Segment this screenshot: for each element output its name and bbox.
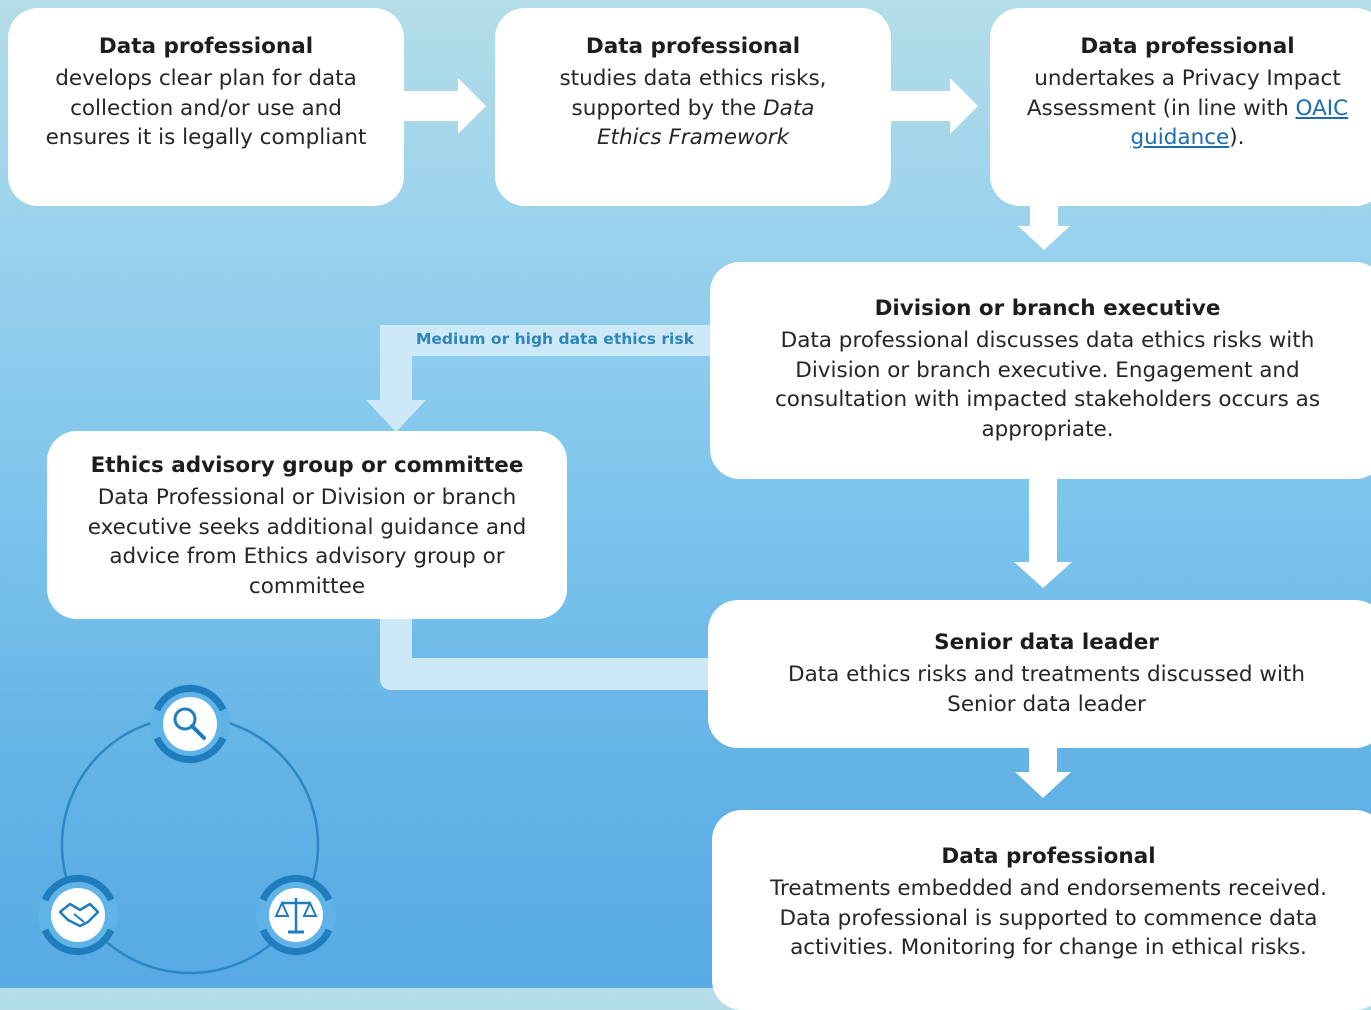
framework-name: Data Ethics Framework <box>596 95 815 151</box>
node-body-text: studies data ethics risks, supported by … <box>559 66 827 121</box>
risk-branch-label: Medium or high data ethics risk <box>416 330 694 348</box>
node-title: Ethics advisory group or committee <box>90 453 524 478</box>
node-body-suffix: ). <box>1229 125 1245 150</box>
node-box-6: Senior data leader Data ethics risks and… <box>708 600 1371 748</box>
node-body: Data professional discusses data ethics … <box>774 328 1321 442</box>
node-body: Treatments embedded and endorsements rec… <box>769 876 1327 960</box>
node-box-3: Data professional undertakes a Privacy I… <box>990 8 1371 206</box>
node-body: undertakes a Privacy Impact Assessment (… <box>1023 64 1353 153</box>
node-title: Division or branch executive <box>874 296 1221 321</box>
node-title: Data professional <box>1080 34 1295 59</box>
node-box-5: Ethics advisory group or committee Data … <box>47 431 567 619</box>
node-body-text: undertakes a Privacy Impact Assessment (… <box>1026 66 1341 121</box>
node-title: Data professional <box>98 34 314 59</box>
return-connector <box>380 612 712 690</box>
node-title: Senior data leader <box>934 630 1159 655</box>
ethics-cycle-graphic <box>38 684 336 975</box>
magnifier-icon <box>150 684 230 764</box>
connectors <box>366 78 1072 798</box>
node-body: develops clear plan for data collection … <box>45 66 367 150</box>
arrow-1-to-2 <box>403 78 486 134</box>
oaic-guidance-link[interactable]: OAIC guidance <box>1130 95 1349 151</box>
node-body: Data ethics risks and treatments discuss… <box>788 662 1305 717</box>
node-title: Data professional <box>585 34 801 59</box>
arrow-4-to-6 <box>1014 478 1072 588</box>
arrow-6-to-7 <box>1015 745 1071 798</box>
node-box-1: Data professional develops clear plan fo… <box>8 8 404 206</box>
risk-branch-connector <box>366 325 712 432</box>
node-body: studies data ethics risks, supported by … <box>548 64 838 153</box>
scales-icon <box>256 874 336 956</box>
handshake-icon <box>38 874 118 956</box>
node-box-4: Division or branch executive Data profes… <box>710 262 1371 479</box>
arrow-2-to-3 <box>889 78 978 134</box>
node-body: Data Professional or Division or branch … <box>87 485 527 599</box>
node-box-7: Data professional Treatments embedded an… <box>712 810 1371 1010</box>
node-box-2: Data professional studies data ethics ri… <box>495 8 891 206</box>
node-title: Data professional <box>941 844 1156 869</box>
arrow-3-to-4 <box>1018 205 1070 250</box>
